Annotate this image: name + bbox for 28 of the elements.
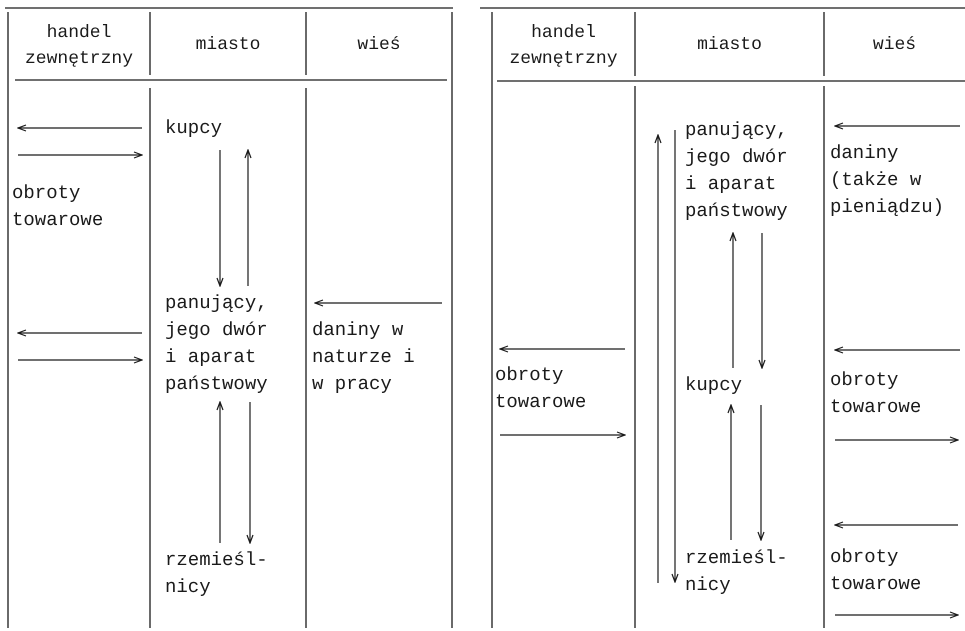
note-text: obroty towarowe	[495, 363, 586, 415]
node-text: rzemieśl- nicy	[685, 546, 788, 598]
arrow	[758, 233, 766, 369]
node-text: panujący, jego dwór i aparat państwowy	[685, 118, 788, 224]
note-text: daniny (także w pieniądzu)	[830, 141, 944, 220]
arrow	[654, 134, 662, 583]
note-text: obroty towarowe	[830, 545, 922, 597]
note-text: obroty towarowe	[12, 181, 104, 233]
node-text: kupcy	[685, 373, 742, 398]
arrow	[244, 149, 252, 286]
arrow	[216, 401, 224, 543]
column-header: wieś	[872, 34, 918, 57]
arrow	[216, 150, 224, 287]
arrow	[671, 130, 679, 583]
arrow	[757, 405, 765, 541]
node-text: rzemieśl- nicy	[165, 548, 268, 600]
note-text: daniny w naturze i w pracy	[312, 318, 415, 397]
column-header: miasto	[696, 34, 763, 57]
column-header: wieś	[356, 34, 402, 57]
arrow	[727, 404, 735, 540]
column-header: handel zewnętrzny	[508, 22, 619, 71]
arrow	[729, 232, 737, 368]
note-text: obroty towarowe	[830, 368, 922, 420]
arrow	[246, 402, 254, 544]
node-text: panujący, jego dwór i aparat państwowy	[165, 291, 268, 397]
column-header: miasto	[194, 34, 262, 57]
column-header: handel zewnętrzny	[24, 22, 134, 71]
node-text: kupcy	[165, 116, 222, 141]
